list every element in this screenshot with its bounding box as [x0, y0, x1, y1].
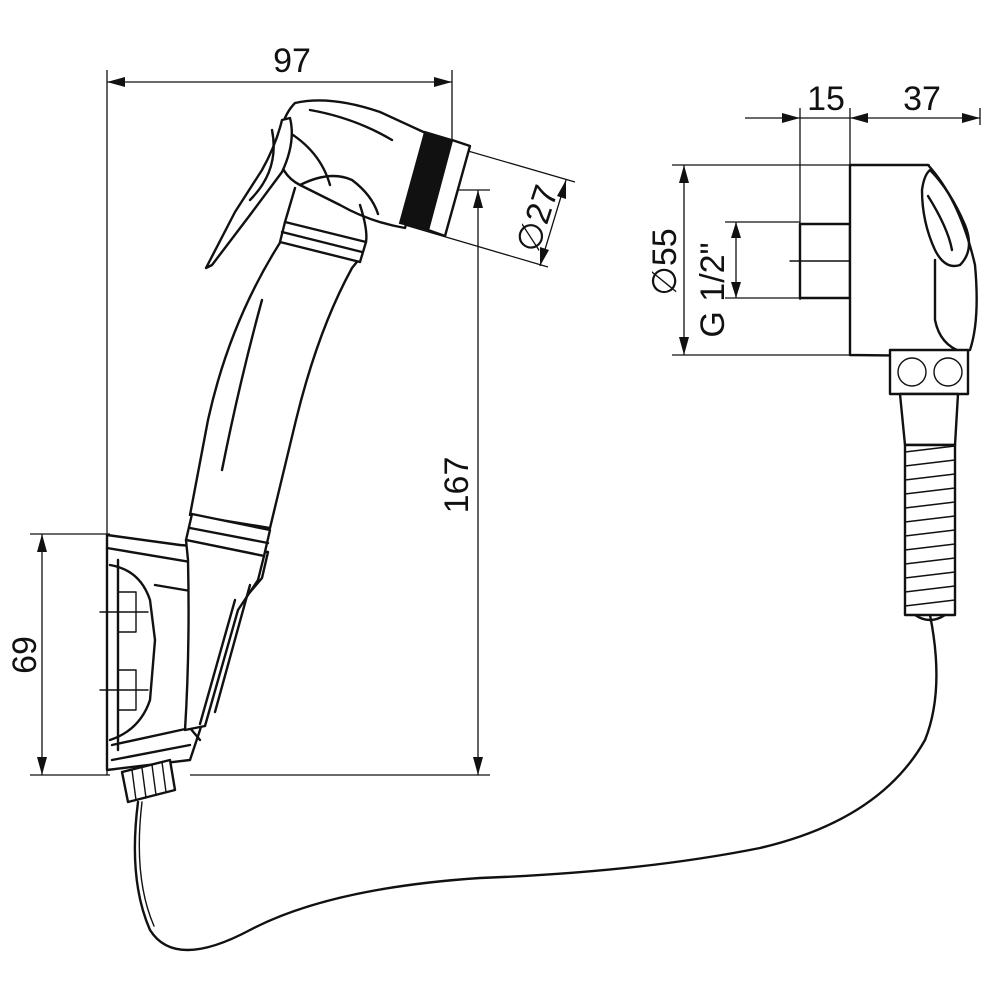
outlet-body [848, 163, 978, 358]
dimension-depth: 15 37 [745, 80, 981, 355]
dimension-label-dia55: ∅55 [646, 228, 684, 295]
nozzle-ring [398, 130, 472, 238]
hose-connector [120, 758, 177, 804]
dimension-label-69: 69 [6, 636, 44, 674]
dimension-label-15: 15 [807, 80, 845, 118]
threaded-inlet [789, 222, 861, 300]
trigger-lever [204, 116, 293, 270]
dimension-label-37: 37 [903, 80, 941, 118]
flexible-hose [133, 613, 938, 952]
spray-collar [278, 220, 368, 264]
dimension-label-167: 167 [438, 457, 476, 514]
dimension-dia55: ∅55 [646, 164, 930, 356]
dimension-label-thread: G 1/2" [694, 242, 732, 337]
spray-handle [183, 236, 362, 732]
wall-outlet-view: 15 37 ∅55 G 1/2" [646, 80, 981, 622]
dimension-height-167: 167 [190, 189, 490, 776]
dimension-thread: G 1/2" [694, 221, 800, 338]
hose-ribs [904, 445, 956, 607]
dimension-label-97: 97 [273, 42, 311, 80]
dimension-holder-69: 69 [6, 533, 110, 776]
hose-nut [888, 348, 970, 396]
hose-sleeve [898, 392, 960, 622]
hand-spray-view: 97 167 69 ∅27 [6, 42, 576, 804]
dimension-label-dia27: ∅27 [509, 181, 566, 257]
